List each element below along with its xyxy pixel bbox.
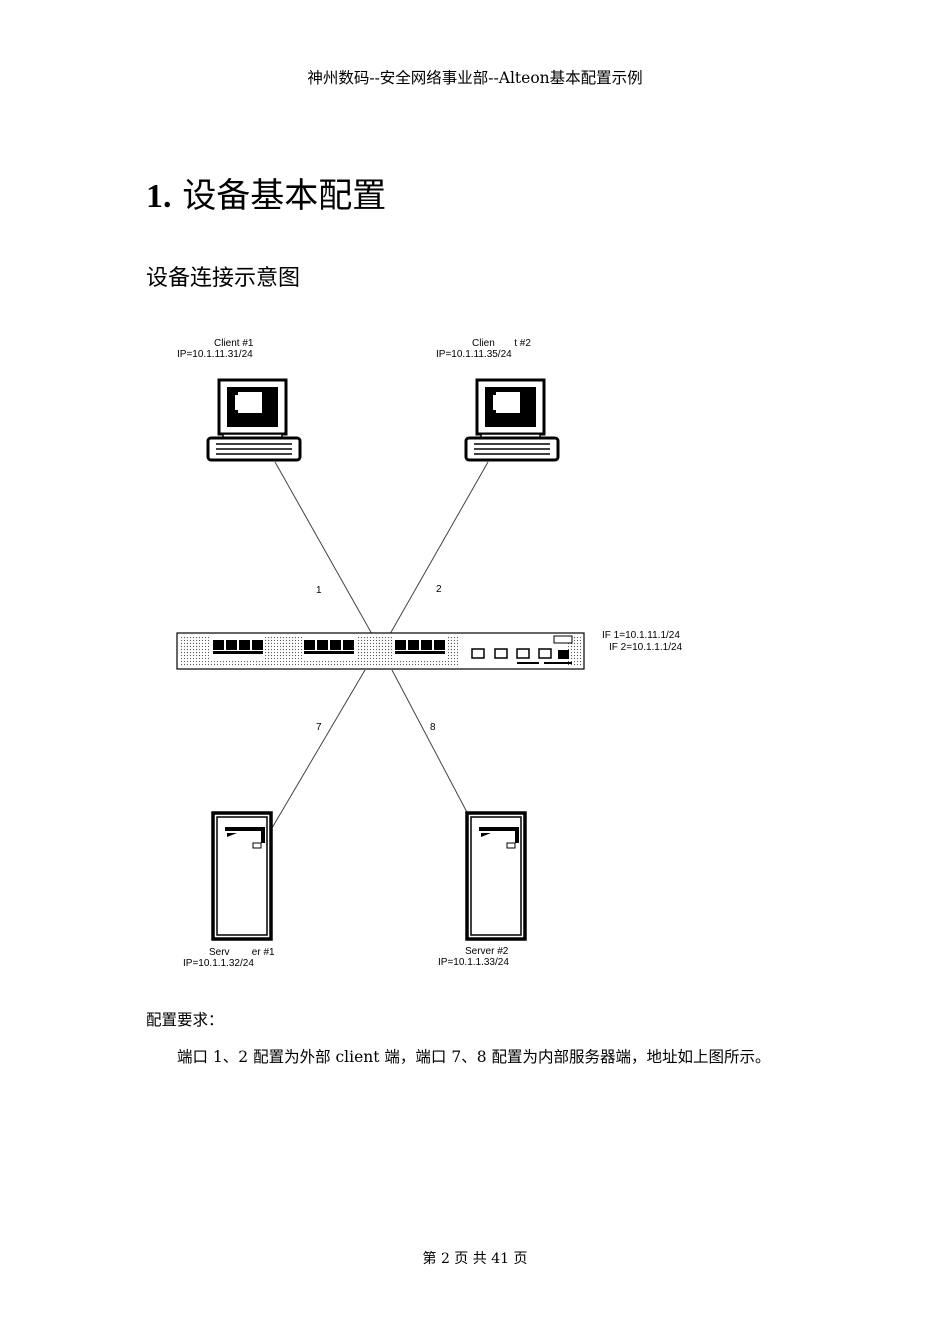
client2-ip: IP=10.1.11.35/24 xyxy=(436,349,512,360)
link-server2 xyxy=(391,669,471,819)
diagram-subtitle: 设备连接示意图 xyxy=(146,266,301,291)
port-label-7: 7 xyxy=(316,722,322,733)
section-title-text: 设备基本配置 xyxy=(182,176,387,216)
client2-computer-icon xyxy=(464,378,560,462)
port-label-1: 1 xyxy=(316,585,322,596)
link-client2 xyxy=(389,461,489,635)
requirements-label: 配置要求： xyxy=(146,1011,224,1029)
switch-if1: IF 1=10.1.11.1/24 xyxy=(602,630,680,641)
server2-name: Server #2 xyxy=(465,946,509,957)
link-server1 xyxy=(271,669,366,829)
requirements-text: 端口 1、2 配置为外部 client 端，端口 7、8 配置为内部服务器端，地… xyxy=(177,1048,771,1066)
port-label-2: 2 xyxy=(436,584,442,595)
server1-ip: IP=10.1.1.32/24 xyxy=(183,958,254,969)
switch-if2: IF 2=10.1.1.1/24 xyxy=(609,642,683,653)
page-header: 神州数码--安全网络事业部--Alteon基本配置示例 xyxy=(307,69,643,87)
section-heading: 1. 设备基本配置 xyxy=(146,168,386,217)
client1-name: Client #1 xyxy=(214,338,254,349)
section-number: 1. xyxy=(146,178,172,215)
client1-ip: IP=10.1.11.31/24 xyxy=(177,349,253,360)
client1-computer-icon xyxy=(206,378,302,462)
server2-ip: IP=10.1.1.33/24 xyxy=(438,957,509,968)
server2-tower-icon xyxy=(465,811,527,941)
server1-name: Serv er #1 xyxy=(209,947,275,958)
link-client1 xyxy=(274,461,373,635)
client2-name: Clien t #2 xyxy=(472,338,531,349)
port-label-8: 8 xyxy=(430,722,436,733)
page-footer: 第 2 页 共 41 页 xyxy=(422,1251,528,1267)
server1-tower-icon xyxy=(211,811,273,941)
network-diagram xyxy=(176,378,585,941)
alteon-switch-icon xyxy=(176,632,585,670)
